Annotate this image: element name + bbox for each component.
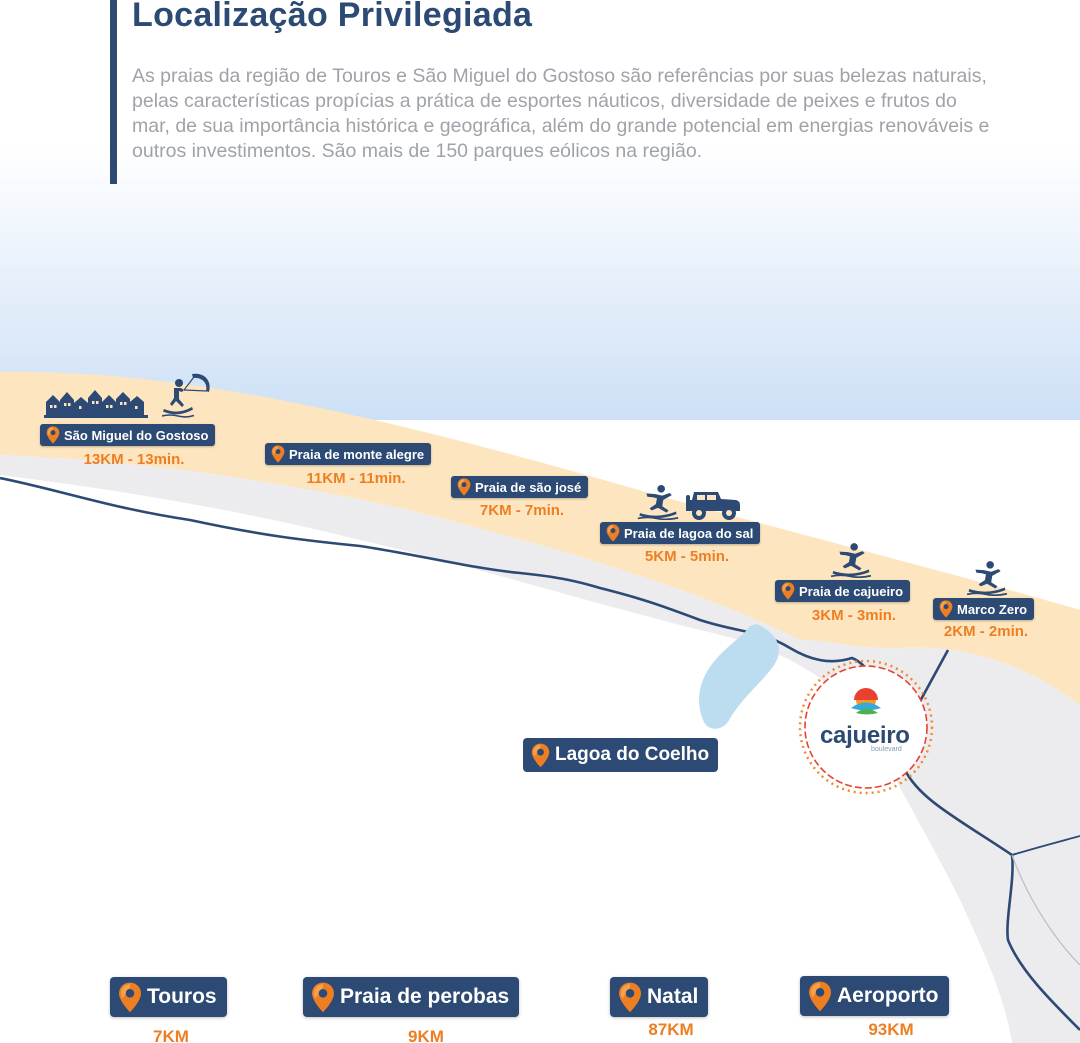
destination-aeroporto[interactable]: Aeroporto [800,976,949,1016]
pin-icon [457,478,471,496]
destination-name: Touros [147,985,217,1008]
cajueiro-logo-text: cajueiro [820,722,910,749]
beach-label-cajueiro[interactable]: Praia de cajueiro [775,580,911,602]
beach-label-lagoa-do-sal[interactable]: Praia de lagoa do sal [600,522,761,544]
beach-name: Praia de são josé [475,479,582,495]
beach-distance: 3KM - 3min. [811,607,897,624]
destination-praia-de-perobas[interactable]: Praia de perobas [303,977,520,1017]
jeep-icon [686,492,740,520]
beach-name: Praia de monte alegre [289,446,425,462]
coastal-land [0,455,1080,1043]
beach-name: Praia de lagoa do sal [624,525,754,541]
lagoon-name: Lagoa do Coelho [555,744,710,765]
lagoa-do-coelho-label[interactable]: Lagoa do Coelho [523,738,719,772]
pin-icon [531,743,550,768]
kitesurfer-icon [162,373,210,418]
beach-label-marco-zero[interactable]: Marco Zero [933,598,1035,620]
destination-name: Aeroporto [837,984,939,1007]
destination-touros[interactable]: Touros [110,977,227,1017]
intro-paragraph: As praias da região de Touros e São Migu… [132,65,990,162]
page-title: Localização Privilegiada [132,0,533,34]
beach-label-sao-miguel-do-gostoso[interactable]: São Miguel do Gostoso [40,424,216,446]
beach-name: São Miguel do Gostoso [64,427,209,443]
beach-name: Marco Zero [957,601,1028,617]
pin-icon [118,982,142,1013]
destination-natal[interactable]: Natal [610,977,709,1017]
pin-icon [808,981,832,1012]
road-branch [916,649,950,706]
cajueiro-logo-subtext: boulevard [871,746,902,753]
destination-name: Praia de perobas [340,985,510,1008]
pin-icon [311,982,335,1013]
logo-ring-inner [804,665,928,789]
pin-icon [606,524,620,542]
beach-distance: 5KM - 5min. [644,548,730,565]
pin-icon [271,445,285,463]
pin-icon [939,600,953,618]
surfer-icon [830,542,872,578]
pin-icon [618,982,642,1013]
pin-icon [46,426,60,444]
beach-distance: 7KM - 7min. [479,502,565,519]
destination-distance: 9KM [408,1027,444,1043]
ocean [0,0,1080,420]
road-secondary [1011,835,1080,856]
land-boundary [1011,854,1080,966]
cajueiro-emblem [851,688,881,715]
lagoa-do-coelho-water [699,624,780,729]
destination-distance: 93KM [868,1020,914,1039]
surfer-icon [966,560,1008,596]
destination-distance: 87KM [648,1020,694,1039]
beach-label-monte-alegre[interactable]: Praia de monte alegre [265,443,432,465]
beach-distance: 2KM - 2min. [943,623,1029,640]
destination-distance: 7KM [153,1027,189,1043]
beach-label-sao-jose[interactable]: Praia de são josé [451,476,589,498]
beach-distance: 11KM - 11min. [306,470,406,487]
destination-name: Natal [647,985,699,1008]
logo-ring-outer [798,659,934,795]
surfer-icon [636,484,680,520]
houses-icon [44,390,148,418]
pin-icon [781,582,795,600]
beach-name: Praia de cajueiro [799,583,904,599]
header-accent-bar [110,0,117,184]
beach-distance: 13KM - 13min. [83,451,185,468]
